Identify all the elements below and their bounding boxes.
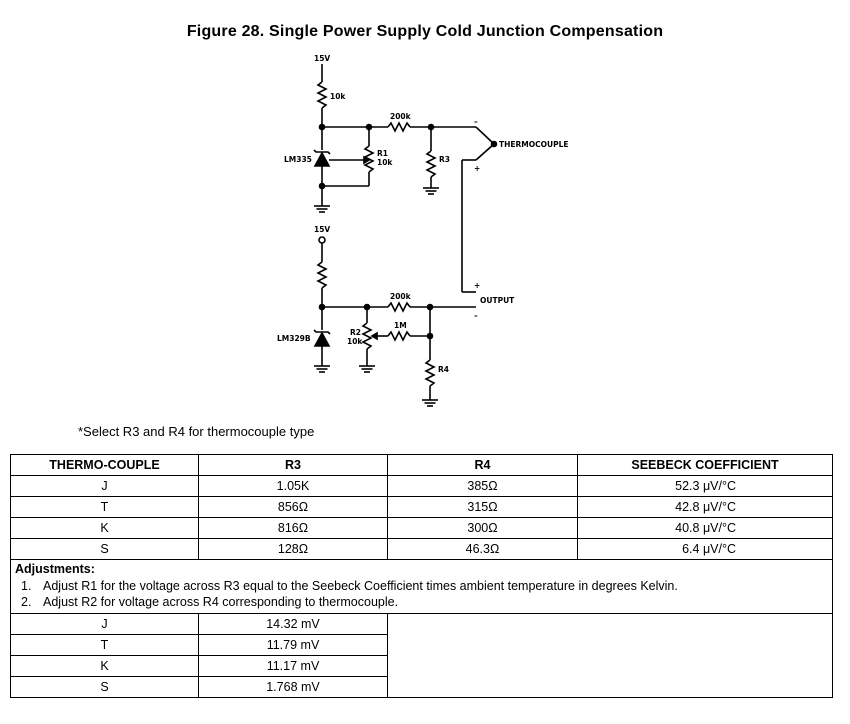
cell-r3: 816Ω xyxy=(198,517,388,539)
label-200k-top: 200k xyxy=(390,112,412,121)
resistor-bottom-supply xyxy=(316,261,328,289)
svg-text:R4: R4 xyxy=(438,365,449,374)
cell-voltage: 11.79 mV xyxy=(198,634,388,656)
adjustment-item: 2.Adjust R2 for voltage across R4 corres… xyxy=(21,595,399,609)
cell-voltage: 11.17 mV xyxy=(198,655,388,677)
cell-r4: 300Ω xyxy=(387,517,578,539)
cell-type: J xyxy=(10,613,199,635)
cell-type: T xyxy=(10,496,199,518)
header-r4: R4 xyxy=(387,454,578,476)
resistor-200k-bottom xyxy=(387,301,411,313)
label-10k-top: 10k xyxy=(330,92,346,101)
cell-type: K xyxy=(10,655,199,677)
label-thermocouple: THERMOCOUPLE xyxy=(499,140,569,149)
svg-text:+: + xyxy=(474,281,480,290)
svg-text:10k: 10k xyxy=(347,337,363,346)
resistor-r2-pot xyxy=(361,322,373,350)
voltage-row: K 11.17 mV xyxy=(10,655,833,677)
cell-type: J xyxy=(10,475,199,497)
table-row: S 128Ω 46.3Ω 6.4 μV/°C xyxy=(10,538,833,560)
resistor-r4 xyxy=(424,359,436,387)
cell-voltage: 14.32 mV xyxy=(198,613,388,635)
adjustments-title: Adjustments: xyxy=(15,562,95,576)
cell-r4: 46.3Ω xyxy=(387,538,578,560)
cell-seebeck: 42.8 μV/°C xyxy=(577,496,833,518)
cell-type: T xyxy=(10,634,199,656)
resistor-200k-top xyxy=(387,121,411,133)
voltage-row: S 1.768 mV xyxy=(10,676,833,698)
blank-cell xyxy=(387,613,833,698)
adjustment-item: 1.Adjust R1 for the voltage across R3 eq… xyxy=(21,579,678,593)
cold-junction-schematic: 15V 10k 200k THERMOCOUPLE – + LM335 R1 1… xyxy=(277,54,569,407)
label-output: OUTPUT xyxy=(480,296,515,305)
svg-text:–: – xyxy=(474,117,478,126)
label-lm329b: LM329B xyxy=(277,334,311,343)
cell-type: K xyxy=(10,517,199,539)
resistor-r1-pot xyxy=(363,145,375,173)
label-lm335: LM335 xyxy=(284,155,312,164)
table-header-row: THERMO-COUPLE R3 R4 SEEBECK COEFFICIENT xyxy=(10,454,833,476)
adjustments-row: Adjustments: 1.Adjust R1 for the voltage… xyxy=(10,559,833,614)
cell-voltage: 1.768 mV xyxy=(198,676,388,698)
header-seebeck: SEEBECK COEFFICIENT xyxy=(577,454,833,476)
resistor-r3 xyxy=(425,150,437,178)
svg-text:–: – xyxy=(474,311,478,320)
svg-text:+: + xyxy=(474,164,480,173)
label-1m: 1M xyxy=(394,321,407,330)
cell-seebeck: 6.4 μV/°C xyxy=(577,538,833,560)
header-thermocouple: THERMO-COUPLE xyxy=(10,454,199,476)
resistor-1m xyxy=(387,330,411,342)
selection-note: *Select R3 and R4 for thermocouple type xyxy=(78,424,315,439)
lm329b-diode xyxy=(313,331,331,347)
svg-text:R2: R2 xyxy=(350,328,361,337)
label-200k-bottom: 200k xyxy=(390,292,412,301)
header-r3: R3 xyxy=(198,454,388,476)
table-row: T 856Ω 315Ω 42.8 μV/°C xyxy=(10,496,833,518)
cell-r3: 856Ω xyxy=(198,496,388,518)
thermocouple-table: THERMO-COUPLE R3 R4 SEEBECK COEFFICIENT … xyxy=(10,454,833,698)
resistor-10k-top xyxy=(316,81,328,109)
cell-r4: 315Ω xyxy=(387,496,578,518)
cell-type: S xyxy=(10,676,199,698)
table-row: K 816Ω 300Ω 40.8 μV/°C xyxy=(10,517,833,539)
cell-r3: 128Ω xyxy=(198,538,388,560)
svg-text:10k: 10k xyxy=(377,158,393,167)
figure-title: Figure 28. Single Power Supply Cold Junc… xyxy=(186,23,664,40)
cell-r3: 1.05K xyxy=(198,475,388,497)
cell-seebeck: 52.3 μV/°C xyxy=(577,475,833,497)
adjustments-cell: Adjustments: 1.Adjust R1 for the voltage… xyxy=(10,559,833,614)
label-15v-bottom: 15V xyxy=(314,225,330,234)
svg-text:R1: R1 xyxy=(377,149,388,158)
svg-text:R3: R3 xyxy=(439,155,450,164)
cell-seebeck: 40.8 μV/°C xyxy=(577,517,833,539)
table-row: J 1.05K 385Ω 52.3 μV/°C xyxy=(10,475,833,497)
cell-type: S xyxy=(10,538,199,560)
lm335-diode xyxy=(313,151,331,167)
voltage-row: T 11.79 mV xyxy=(10,634,833,656)
label-15v-top: 15V xyxy=(314,54,330,63)
cell-r4: 385Ω xyxy=(387,475,578,497)
voltage-row: J 14.32 mV xyxy=(10,613,833,698)
